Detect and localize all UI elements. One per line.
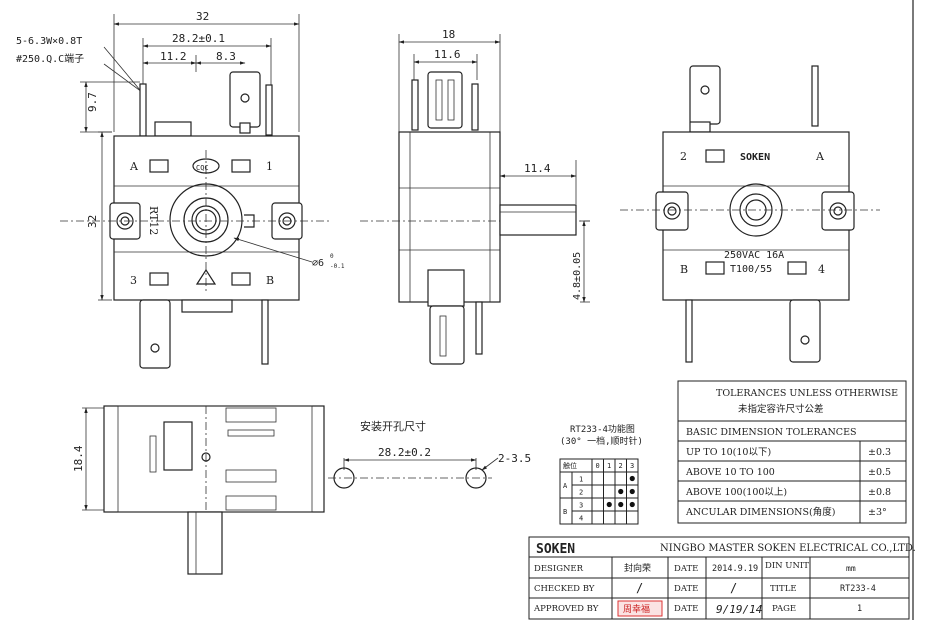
dim-side-tab: 11.6 (434, 48, 461, 61)
function-contact-dot (606, 501, 612, 508)
label-back-a: A (815, 150, 825, 163)
function-position-label: 3 (630, 462, 634, 470)
din-label: DIN UNIT (765, 561, 809, 571)
function-position-label: 1 (607, 462, 611, 470)
label-back-4: 4 (818, 263, 825, 276)
function-title: RT233-4功能图 (570, 423, 635, 435)
checked-label: CHECKED BY (534, 584, 595, 594)
function-contact-dot (618, 501, 624, 508)
page-label: PAGE (772, 604, 796, 614)
function-contact-dot (618, 488, 624, 495)
function-contact-dot (629, 475, 635, 482)
label-front-1: 1 (266, 160, 273, 173)
shaft-tol-top: 0 (330, 253, 334, 260)
date2-value: / (730, 581, 737, 595)
din-value: mm (846, 564, 856, 573)
function-contact-label: 1 (579, 476, 583, 484)
designer-label: DESIGNER (534, 564, 584, 574)
function-contact-dot (629, 488, 635, 495)
tolerance-row-value: ±0.8 (868, 487, 891, 498)
label-front-a: A (129, 160, 139, 173)
function-header-label: 触位 (563, 461, 577, 470)
shaft-diameter: ⌀6 (312, 258, 324, 269)
dim-right: 8.3 (216, 50, 236, 63)
company-name: NINGBO MASTER SOKEN ELECTRICAL CO.,LTD. (660, 543, 916, 554)
company-logo: SOKEN (536, 542, 575, 557)
tolerance-title-cn: 未指定容许尺寸公差 (738, 403, 824, 415)
back-temp: T100/55 (730, 264, 772, 275)
dim-tab-height: 9.7 (86, 92, 99, 112)
dim-hole-dia: 2-3.5 (498, 452, 531, 465)
function-group-label: A (563, 482, 568, 490)
dim-shaft-length: 11.4 (524, 162, 551, 175)
back-brand: SOKEN (740, 152, 770, 163)
back-view: 2 A SOKEN B 4 250VAC 16A T100/55 (620, 65, 880, 363)
tolerance-row-label: ANCULAR DIMENSIONS(角度) (685, 506, 835, 518)
tolerance-row-value: ±0.3 (868, 447, 891, 458)
dim-shaft-flat: 4.8±0.05 (572, 252, 583, 300)
function-group-label: B (563, 508, 567, 516)
function-contact-dot (629, 501, 635, 508)
label-front-3: 3 (130, 274, 137, 287)
function-subtitle: (30° 一档,顺时针) (560, 435, 643, 447)
date-label: DATE (674, 564, 698, 574)
cert-mark: CQC (196, 164, 209, 172)
tolerance-row-value: ±3° (868, 507, 887, 518)
hole-layout: 安装开孔尺寸 28.2±0.2 2-3.5 (328, 419, 531, 489)
function-position-label: 0 (596, 462, 600, 470)
dim-hole-span: 28.2±0.2 (378, 446, 431, 459)
label-front-b: B (266, 274, 274, 287)
front-view: 32 28.2±0.1 11.2 8.3 5-6.3W×0.8T #250.Q.… (16, 10, 345, 369)
model-mark: RT12 (147, 206, 160, 235)
designer-value: 封向荣 (624, 562, 651, 574)
approved-value: 周幸福 (623, 603, 650, 615)
dim-side-depth: 18 (442, 28, 455, 41)
tolerance-row-value: ±0.5 (868, 467, 891, 478)
checked-value: / (636, 581, 643, 595)
bottom-view: 18.4 (72, 405, 325, 575)
terminal-note-2: #250.Q.C端子 (16, 52, 84, 65)
function-position-label: 2 (619, 462, 623, 470)
tolerance-table: TOLERANCES UNLESS OTHERWISE 未指定容许尺寸公差 BA… (677, 380, 907, 524)
tolerance-row-label: UP TO 10(10以下) (686, 447, 771, 458)
side-view: 18 11.6 11.4 4.8±0.05 (360, 28, 590, 365)
date3-value: 9/19/14 (716, 603, 762, 616)
tolerance-row-label: ABOVE 10 TO 100 (685, 467, 775, 478)
date2-label: DATE (674, 584, 698, 594)
tolerance-row-label: ABOVE 100(100以上) (685, 487, 787, 498)
approval-stamp (617, 600, 663, 617)
terminal-note-1: 5-6.3W×0.8T (16, 36, 82, 47)
approved-label: APPROVED BY (533, 604, 599, 614)
label-back-2: 2 (680, 150, 687, 163)
title-value: RT233-4 (840, 584, 876, 594)
hole-title: 安装开孔尺寸 (360, 419, 426, 433)
tolerance-title-en: TOLERANCES UNLESS OTHERWISE (716, 388, 898, 399)
title-label: TITLE (770, 584, 797, 594)
label-back-b: B (680, 263, 688, 276)
dim-bottom-height: 18.4 (72, 445, 85, 472)
shaft-tol-bottom: -0.1 (330, 263, 345, 270)
dim-terminal-span: 28.2±0.1 (172, 32, 225, 45)
tolerance-header: BASIC DIMENSION TOLERANCES (686, 427, 857, 438)
function-contact-label: 4 (579, 515, 583, 523)
dim-left: 11.2 (160, 50, 187, 63)
function-contact-label: 3 (579, 502, 583, 510)
back-rating: 250VAC 16A (724, 250, 784, 261)
date3-label: DATE (674, 604, 698, 614)
title-block: SOKEN NINGBO MASTER SOKEN ELECTRICAL CO.… (528, 536, 916, 620)
dim-front-width: 32 (196, 10, 209, 23)
date-value: 2014.9.19 (712, 564, 758, 574)
function-contact-label: 2 (579, 489, 583, 497)
page-value: 1 (857, 604, 862, 614)
